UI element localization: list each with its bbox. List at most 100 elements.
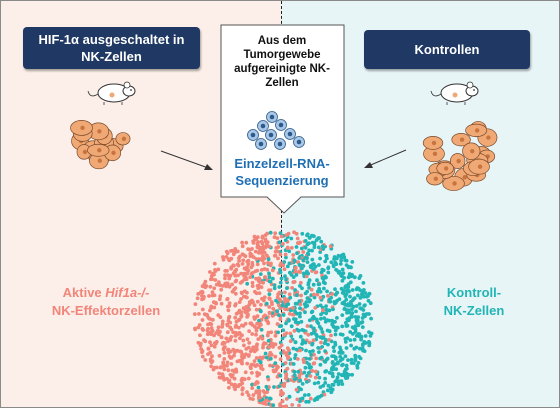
scatter-point	[336, 382, 341, 387]
scatter-point	[333, 342, 338, 347]
scatter-point	[310, 342, 314, 347]
scatter-point	[291, 306, 295, 310]
scatter-point	[256, 240, 261, 244]
scatter-point	[367, 341, 372, 345]
scatter-point	[209, 326, 214, 330]
scatter-point	[326, 265, 331, 270]
scatter-point	[360, 346, 365, 351]
scatter-point	[292, 230, 296, 235]
scatter-point	[200, 318, 205, 322]
scatter-point	[222, 351, 227, 355]
scatter-point	[252, 359, 257, 363]
scatter-point	[265, 267, 270, 272]
scatter-point	[268, 396, 272, 401]
scatter-point	[233, 315, 238, 320]
scatter-point	[270, 302, 274, 307]
scatter-point	[331, 374, 335, 379]
scatter-point	[220, 342, 225, 346]
tumor-cell-nucleus	[82, 149, 88, 155]
scatter-point	[309, 331, 314, 336]
scatter-point	[351, 297, 356, 301]
header-knockout: HIF-1α ausgeschaltet in NK-Zellen	[23, 27, 200, 69]
scatter-point	[311, 338, 316, 343]
scatter-point	[308, 298, 312, 302]
scatter-point	[229, 256, 234, 261]
scatter-point	[312, 292, 316, 297]
scatter-point	[331, 324, 336, 329]
scatter-point	[357, 276, 362, 280]
scatter-point	[324, 253, 329, 258]
scatter-point	[222, 367, 227, 372]
scatter-point	[300, 396, 305, 401]
scatter-point	[345, 366, 349, 371]
scatter-point	[305, 374, 309, 378]
scatter-point	[297, 328, 301, 333]
scatter-point	[347, 310, 352, 315]
scatter-point	[242, 266, 247, 271]
scatter-point	[344, 374, 348, 379]
scatter-point	[257, 325, 261, 330]
scatter-point	[226, 308, 231, 313]
scatter-point	[213, 278, 218, 282]
tumor-cell-nucleus	[80, 125, 85, 131]
scatter-point	[360, 343, 365, 348]
scatter-point	[231, 330, 236, 335]
scatter-point	[233, 303, 238, 308]
scatter-point	[278, 317, 283, 322]
scatter-point	[227, 276, 232, 281]
scatter-point	[278, 252, 283, 257]
scatter-point	[313, 375, 318, 380]
scatter-point	[257, 318, 261, 323]
scatter-point	[300, 342, 304, 346]
scatter-point	[255, 299, 260, 304]
scatter-point	[230, 373, 235, 377]
scatter-point	[275, 295, 280, 300]
scatter-point	[233, 333, 238, 338]
scatter-point	[353, 330, 358, 334]
scatter-point	[285, 307, 290, 312]
scatter-point	[263, 239, 268, 244]
scatter-point	[237, 259, 242, 263]
scatter-point	[363, 303, 367, 307]
scatter-point	[247, 329, 252, 333]
scatter-point	[256, 250, 261, 255]
scatter-point	[291, 275, 296, 279]
scatter-point	[332, 349, 336, 353]
callout-method-line: Einzelzell-RNA-	[234, 156, 330, 171]
scatter-point	[264, 355, 269, 360]
scatter-point	[233, 247, 238, 251]
scatter-point	[211, 367, 216, 372]
scatter-point	[247, 341, 252, 345]
scatter-point	[324, 304, 328, 308]
scatter-point	[317, 236, 321, 241]
scatter-point	[307, 365, 312, 370]
scatter-point	[259, 327, 264, 332]
scatter-point	[220, 284, 225, 288]
scatter-point	[335, 360, 340, 365]
scatter-point	[347, 289, 351, 294]
scatter-point	[351, 304, 356, 309]
scatter-point	[307, 357, 312, 361]
scatter-point	[338, 262, 343, 266]
scatter-point	[306, 252, 311, 257]
scatter-point	[223, 273, 227, 277]
scatter-point	[227, 380, 231, 385]
header-knockout-line1: HIF-1α ausgeschaltet in	[38, 32, 185, 47]
scatter-point	[211, 318, 215, 322]
scatter-point	[298, 334, 303, 339]
scatter-point	[200, 289, 205, 294]
scatter-point	[240, 387, 245, 392]
scatter-point	[335, 316, 339, 320]
scatter-point	[348, 294, 352, 299]
scatter-point	[253, 249, 258, 254]
scatter-point	[250, 332, 255, 336]
scatter-point	[339, 373, 344, 377]
scatter-point	[297, 403, 301, 408]
scatter-point	[272, 286, 277, 291]
scatter-point	[307, 318, 312, 323]
nk-cell-nucleus	[287, 131, 293, 137]
scatter-point	[289, 236, 294, 241]
scatter-point	[228, 320, 233, 325]
scatter-point	[262, 250, 267, 255]
scatter-point	[296, 369, 301, 374]
